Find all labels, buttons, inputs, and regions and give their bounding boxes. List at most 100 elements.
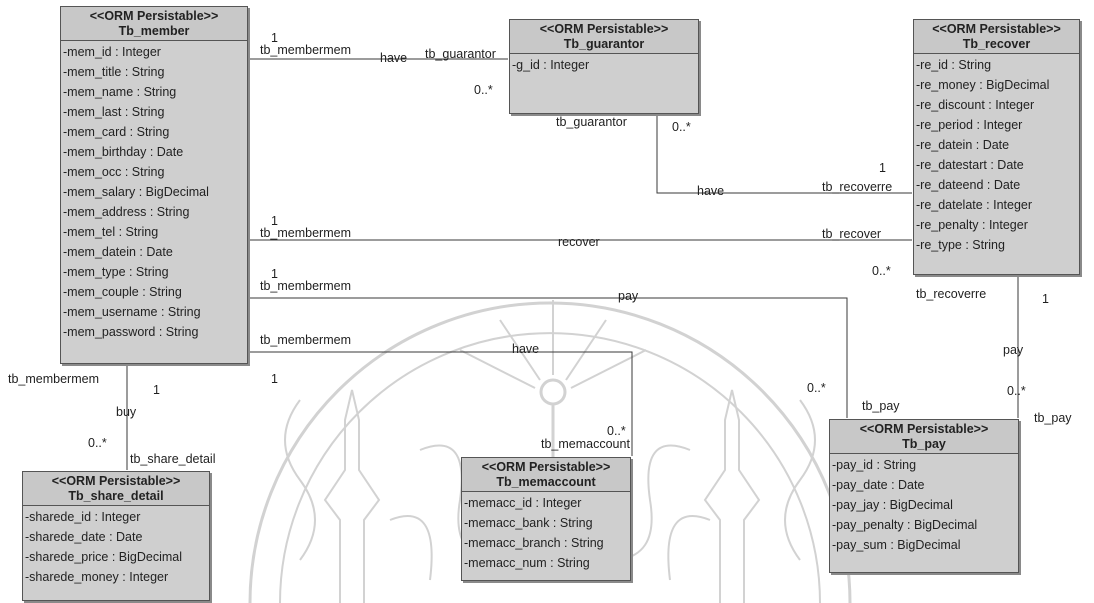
role-label: tb_share_detail	[130, 452, 216, 466]
attribute: -sharede_money : Integer	[25, 570, 169, 584]
attribute: -mem_tel : String	[63, 225, 159, 239]
multiplicity-label: 1	[271, 372, 278, 386]
attribute: -pay_penalty : BigDecimal	[832, 518, 978, 532]
attribute: -pay_jay : BigDecimal	[832, 498, 953, 512]
class-tb-memaccount[interactable]: <<ORM Persistable>> Tb_memaccount -memac…	[461, 457, 631, 581]
attribute: -re_money : BigDecimal	[916, 78, 1050, 92]
attribute: -mem_type : String	[63, 265, 169, 279]
class-header: <<ORM Persistable>> Tb_pay	[830, 420, 1018, 454]
association-name: have	[512, 342, 540, 356]
multiplicity-label: 0..*	[807, 381, 826, 395]
role-label: tb_guarantor	[425, 47, 496, 61]
role-label: tb_membermem	[260, 43, 351, 57]
class-tb-member[interactable]: <<ORM Persistable>> Tb_member -mem_id : …	[60, 6, 248, 364]
attribute-list: -pay_id : String -pay_date : Date -pay_j…	[830, 454, 1018, 557]
attribute: -mem_datein : Date	[63, 245, 173, 259]
attribute: -mem_name : String	[63, 85, 177, 99]
role-label: tb_membermem	[260, 226, 351, 240]
attribute: -memacc_bank : String	[464, 516, 593, 530]
role-label: tb_membermem	[260, 333, 351, 347]
role-label: tb_pay	[862, 399, 900, 413]
attribute-list: -sharede_id : Integer -sharede_date : Da…	[23, 506, 209, 589]
attribute-list: -mem_id : Integer -mem_title : String -m…	[61, 41, 247, 344]
attribute: -mem_last : String	[63, 105, 165, 119]
attribute: -re_period : Integer	[916, 118, 1023, 132]
attribute: -mem_address : String	[63, 205, 190, 219]
attribute: -re_dateend : Date	[916, 178, 1021, 192]
multiplicity-label: 0..*	[474, 83, 493, 97]
class-name: Tb_pay	[902, 437, 946, 451]
attribute: -mem_username : String	[63, 305, 201, 319]
class-header: <<ORM Persistable>> Tb_memaccount	[462, 458, 630, 492]
attribute: -memacc_num : String	[464, 556, 590, 570]
class-header: <<ORM Persistable>> Tb_share_detail	[23, 472, 209, 506]
association-name: pay	[1003, 343, 1024, 357]
attribute: -pay_id : String	[832, 458, 917, 472]
attribute: -re_penalty : Integer	[916, 218, 1028, 232]
attribute-list: -re_id : String -re_money : BigDecimal -…	[914, 54, 1079, 257]
association-name: have	[697, 184, 725, 198]
role-label: tb_guarantor	[556, 115, 627, 129]
multiplicity-label: 1	[271, 31, 278, 45]
multiplicity-label: 1	[879, 161, 886, 175]
stereotype-label: <<ORM Persistable>>	[89, 9, 219, 23]
attribute: -pay_sum : BigDecimal	[832, 538, 961, 552]
multiplicity-label: 0..*	[872, 264, 891, 278]
association-name: recover	[558, 235, 600, 249]
attribute: -re_type : String	[916, 238, 1005, 252]
multiplicity-label: 0..*	[607, 424, 626, 438]
stereotype-label: <<ORM Persistable>>	[859, 422, 989, 436]
attribute: -re_datelate : Integer	[916, 198, 1033, 212]
multiplicity-label: 0..*	[1007, 384, 1026, 398]
multiplicity-label: 1	[1042, 292, 1049, 306]
attribute: -re_discount : Integer	[916, 98, 1035, 112]
attribute: -sharede_price : BigDecimal	[25, 550, 183, 564]
class-header: <<ORM Persistable>> Tb_member	[61, 7, 247, 41]
stereotype-label: <<ORM Persistable>>	[539, 22, 669, 36]
attribute: -re_datestart : Date	[916, 158, 1024, 172]
class-tb-guarantor[interactable]: <<ORM Persistable>> Tb_guarantor -g_id :…	[509, 19, 699, 114]
attribute: -g_id : Integer	[512, 58, 590, 72]
multiplicity-label: 1	[153, 383, 160, 397]
class-name: Tb_member	[118, 24, 190, 38]
multiplicity-label: 0..*	[88, 436, 107, 450]
class-name: Tb_guarantor	[563, 37, 645, 51]
attribute: -mem_salary : BigDecimal	[63, 185, 209, 199]
association-pay-member	[247, 297, 848, 418]
role-label: tb_recoverre	[916, 287, 987, 301]
multiplicity-label: 1	[271, 214, 278, 228]
class-name: Tb_memaccount	[496, 475, 596, 489]
class-name: Tb_share_detail	[68, 489, 164, 503]
role-label: tb_pay	[1034, 411, 1072, 425]
class-tb-share-detail[interactable]: <<ORM Persistable>> Tb_share_detail -sha…	[22, 471, 210, 601]
attribute: -mem_couple : String	[63, 285, 182, 299]
attribute: -mem_occ : String	[63, 165, 165, 179]
association-name: have	[380, 51, 408, 65]
multiplicity-label: 1	[271, 267, 278, 281]
class-header: <<ORM Persistable>> Tb_guarantor	[510, 20, 698, 54]
class-header: <<ORM Persistable>> Tb_recover	[914, 20, 1079, 54]
attribute-list: -memacc_id : Integer -memacc_bank : Stri…	[462, 492, 630, 575]
association-have-recoverre	[656, 113, 912, 194]
attribute-list: -g_id : Integer	[510, 54, 698, 77]
class-tb-pay[interactable]: <<ORM Persistable>> Tb_pay -pay_id : Str…	[829, 419, 1019, 573]
class-name: Tb_recover	[962, 37, 1031, 51]
role-label: tb_membermem	[260, 279, 351, 293]
attribute: -sharede_date : Date	[25, 530, 143, 544]
role-label: tb_recoverre	[822, 180, 893, 194]
association-have-memaccount	[247, 351, 633, 456]
association-name: buy	[116, 405, 137, 419]
attribute: -pay_date : Date	[832, 478, 925, 492]
role-label: tb_membermem	[8, 372, 99, 386]
attribute: -mem_birthday : Date	[63, 145, 184, 159]
stereotype-label: <<ORM Persistable>>	[51, 474, 181, 488]
attribute: -mem_card : String	[63, 125, 170, 139]
attribute: -mem_title : String	[63, 65, 165, 79]
stereotype-label: <<ORM Persistable>>	[932, 22, 1061, 36]
attribute: -mem_password : String	[63, 325, 199, 339]
attribute: -re_id : String	[916, 58, 992, 72]
role-label: tb_recover	[822, 227, 882, 241]
class-tb-recover[interactable]: <<ORM Persistable>> Tb_recover -re_id : …	[913, 19, 1080, 275]
